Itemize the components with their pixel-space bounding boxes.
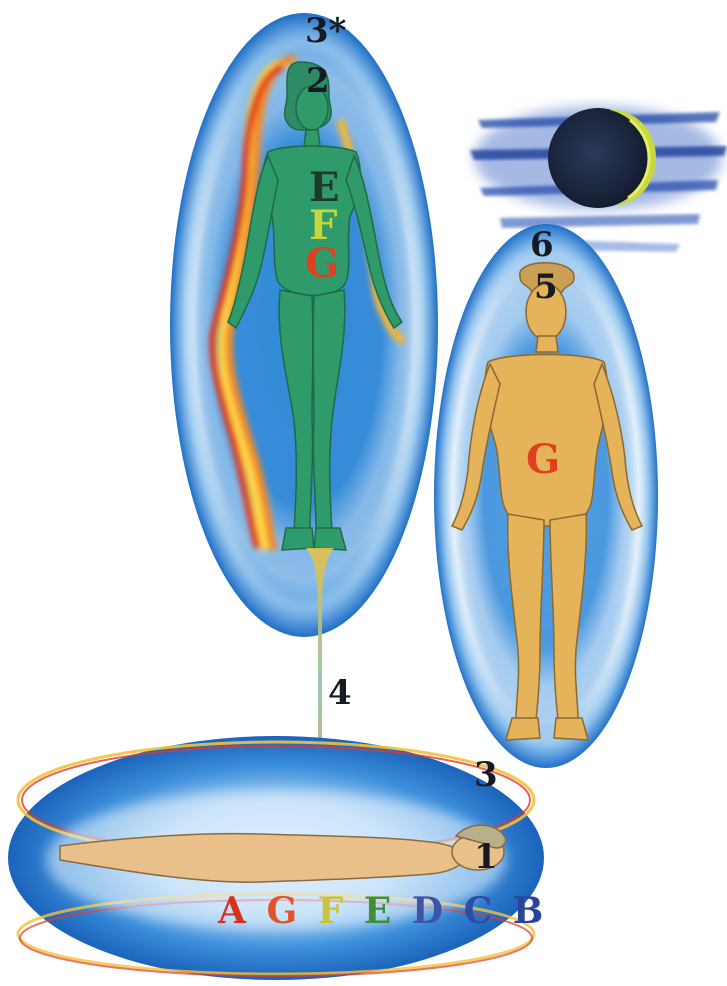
- label-1: 1: [474, 840, 498, 874]
- label-2: 2: [306, 64, 330, 98]
- label-astral-g: G: [305, 244, 339, 284]
- moon-icon: [548, 108, 656, 208]
- layer-letter: A: [218, 890, 246, 932]
- layer-letter: D: [412, 890, 443, 932]
- layer-letters-row: A G F E D C B: [218, 893, 551, 929]
- layer-letter: B: [513, 890, 543, 932]
- label-6: 6: [530, 228, 554, 262]
- label-4: 4: [328, 676, 352, 710]
- layer-letter: G: [266, 890, 297, 932]
- layer-letter: F: [318, 890, 344, 932]
- layer-letter: E: [364, 890, 391, 932]
- label-3: 3: [474, 758, 498, 792]
- label-5: 5: [534, 270, 558, 304]
- layer-letter: C: [464, 890, 493, 932]
- label-3-star: 3*: [305, 14, 346, 48]
- label-mental-g: G: [526, 440, 560, 480]
